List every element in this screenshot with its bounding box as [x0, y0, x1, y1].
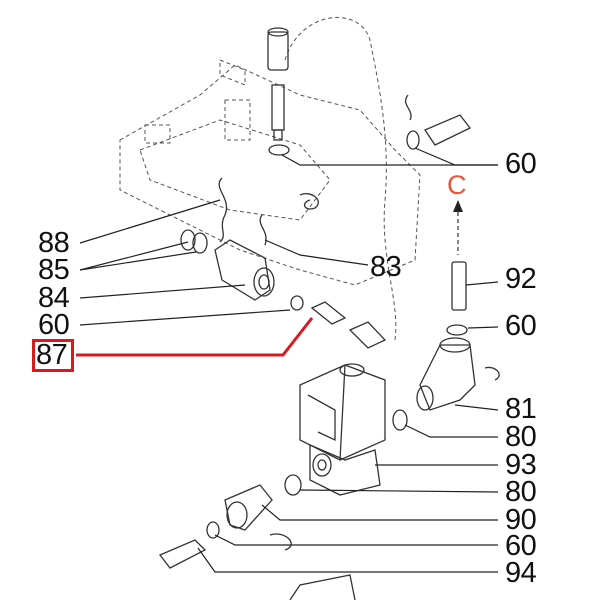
label-80-lower: 80	[505, 476, 537, 508]
o-ring-60-top-right	[406, 130, 420, 150]
fitting-90	[224, 484, 273, 531]
top-tube	[267, 27, 289, 141]
label-60-bottom: 60	[505, 530, 537, 562]
label-84: 84	[38, 282, 70, 314]
label-80-upper: 80	[505, 421, 537, 453]
o-ring-80-upper	[392, 409, 408, 431]
tube-94	[158, 539, 207, 569]
valve-housing	[119, 59, 421, 286]
label-81: 81	[505, 393, 537, 425]
label-88: 88	[38, 227, 70, 259]
o-ring-80-lower	[284, 474, 302, 496]
label-85: 85	[38, 254, 70, 286]
ring-85a	[180, 229, 196, 251]
clip-83	[259, 214, 267, 246]
label-83: 83	[370, 251, 402, 283]
ring-85b	[192, 232, 208, 254]
elbow-81	[416, 337, 476, 411]
clip-81	[484, 366, 500, 381]
bottom-part	[289, 574, 356, 600]
pin-87	[310, 301, 387, 349]
label-90: 90	[505, 504, 537, 536]
o-ring-60-left	[290, 295, 304, 311]
label-60: 60	[505, 148, 537, 180]
fitting-top-right	[424, 114, 472, 146]
arrow-c-head	[453, 200, 463, 212]
o-ring-60-right	[446, 324, 468, 336]
o-ring-60-top	[268, 144, 290, 156]
hose-path	[284, 17, 397, 341]
leader-lines	[79, 147, 499, 573]
leader-line-87	[76, 317, 314, 357]
clip-top-right	[404, 94, 412, 121]
clip-88	[218, 177, 228, 243]
label-60-left: 60	[38, 309, 70, 341]
tube-92	[451, 261, 467, 311]
label-87: 87	[36, 339, 68, 371]
label-93: 93	[505, 449, 537, 481]
label-c: C	[447, 170, 467, 200]
elbow-84	[214, 239, 275, 301]
clip-90	[269, 533, 292, 551]
o-ring-60-bottom	[206, 521, 220, 539]
label-60-right: 60	[505, 310, 537, 342]
highlight-box-87	[32, 339, 74, 372]
label-92: 92	[505, 263, 537, 295]
solenoid-valve-93	[299, 363, 386, 496]
clip-top	[299, 193, 319, 210]
label-94: 94	[505, 557, 537, 589]
